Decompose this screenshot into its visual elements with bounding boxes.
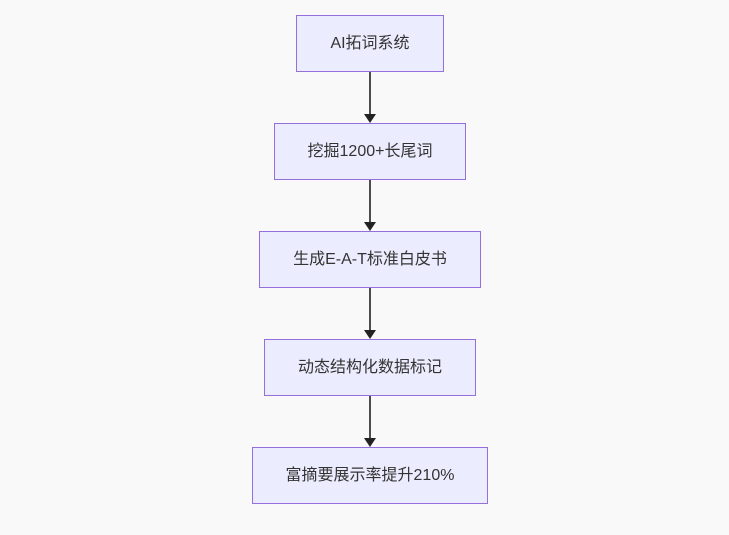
node-label: 富摘要展示率提升210% [285,466,455,484]
flow-arrow-1 [364,72,376,123]
flow-arrow-4 [364,396,376,447]
flow-arrow-3 [364,288,376,339]
flow-node-ai-word-expansion: AI拓词系统 [296,15,444,72]
arrow-line [369,180,371,222]
node-label: 生成E-A-T标准白皮书 [293,250,447,268]
arrow-line [369,72,371,114]
arrow-down-icon [364,222,376,231]
arrow-line [369,396,371,438]
arrow-down-icon [364,114,376,123]
arrow-line [369,288,371,330]
flowchart-column: AI拓词系统 挖掘1200+长尾词 生成E-A-T标准白皮书 动态结构化数据标记 [0,15,729,504]
flow-node-longtail-mining: 挖掘1200+长尾词 [273,123,467,180]
flow-node-rich-snippet-rate: 富摘要展示率提升210% [251,447,489,504]
flow-arrow-2 [364,180,376,231]
node-label: AI拓词系统 [330,34,410,52]
node-label: 挖掘1200+长尾词 [307,142,433,160]
flow-node-eat-whitepaper: 生成E-A-T标准白皮书 [259,231,481,288]
arrow-down-icon [364,330,376,339]
node-label: 动态结构化数据标记 [297,358,442,376]
flow-node-structured-data-markup: 动态结构化数据标记 [263,339,476,396]
arrow-down-icon [364,438,376,447]
